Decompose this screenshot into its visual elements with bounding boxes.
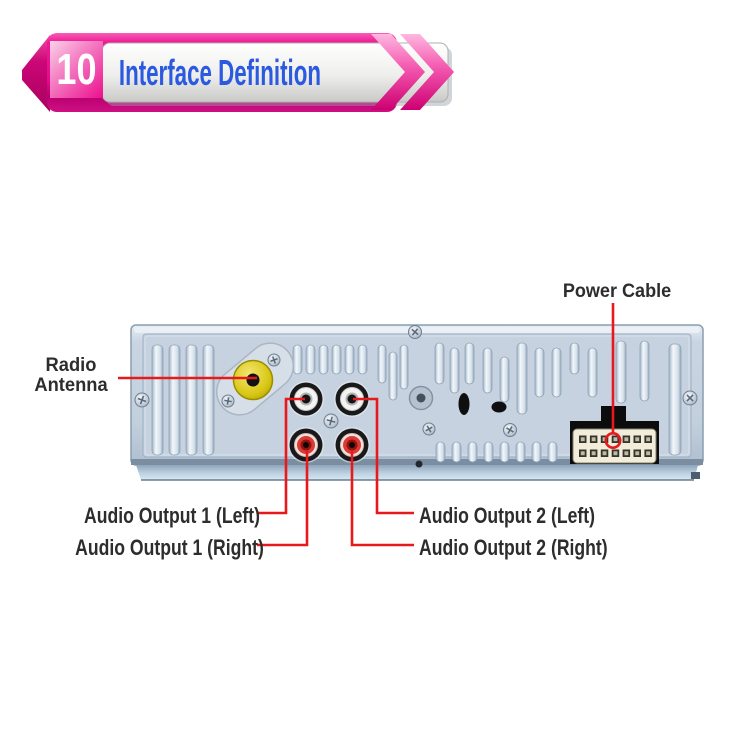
panel-cutouts [408, 385, 507, 468]
vent-slot [151, 344, 164, 456]
vent-slot [202, 344, 215, 456]
label-radio-antenna: Radio Antenna [34, 354, 108, 396]
screw [323, 413, 339, 429]
vent-slot [516, 342, 528, 415]
screw [503, 423, 517, 437]
vent-slot [531, 441, 542, 463]
small-hole [415, 460, 423, 468]
vent-slot [292, 344, 303, 375]
chevron-right-icon [400, 34, 454, 110]
vent-slot [482, 347, 493, 394]
vent-slot [451, 441, 462, 463]
vent-slot [668, 343, 682, 456]
vent-slot [534, 347, 545, 398]
rca-jack-audio2-right [334, 427, 370, 463]
label-audio-output-2-left: Audio Output 2 (Left) [419, 503, 595, 528]
banner-title-wrap: Interface Definition [104, 44, 454, 102]
oval-cutout [458, 393, 470, 415]
section-number: 10 [56, 44, 97, 94]
vent-slot [551, 347, 562, 398]
screw [682, 390, 698, 406]
vent-slot [569, 342, 580, 375]
vent-slot [547, 441, 558, 463]
vent-slot [499, 441, 510, 463]
vent-slot [168, 344, 181, 456]
rca-jacks [288, 381, 370, 463]
banner-title: Interface Definition [118, 52, 322, 93]
vent-slot [435, 441, 446, 463]
vent-slots [151, 340, 682, 463]
chevron-right-icon [371, 34, 425, 110]
label-audio-output-1-left: Audio Output 1 (Left) [83, 503, 260, 528]
screw [408, 325, 422, 339]
screws [134, 325, 698, 437]
ao2l-callout-line [353, 397, 414, 515]
vent-slot [388, 351, 398, 401]
vent-slot [434, 342, 445, 385]
vent-slot [515, 441, 526, 463]
vent-slot [467, 441, 478, 463]
vent-slot [344, 344, 355, 375]
vent-slot [499, 356, 510, 403]
section-number-badge: 10 [50, 41, 103, 98]
vent-slot [318, 344, 329, 375]
ao2r-callout-line [350, 450, 414, 547]
screw [267, 353, 281, 367]
vent-slot [399, 344, 409, 390]
antenna-center-pin-hole [246, 373, 260, 387]
vent-slot [464, 342, 475, 385]
annotation-lines [118, 303, 622, 547]
ao1l-callout-line [257, 397, 305, 515]
vent-slot [185, 344, 198, 456]
vent-slot [331, 344, 342, 375]
vent-slot [615, 340, 627, 404]
screw [221, 394, 235, 408]
ao1r-callout-line [257, 450, 309, 547]
screw [422, 422, 436, 436]
vent-slot [483, 441, 494, 463]
vent-slot [305, 344, 316, 375]
vent-slot [377, 344, 387, 384]
section-banner: 10 Interface Definition [20, 30, 465, 116]
connector-pins [579, 435, 652, 457]
rca-jack-audio1-right [288, 427, 324, 463]
vent-slot [357, 344, 368, 375]
rca-jack-audio1-left [288, 381, 324, 417]
vent-slot [587, 347, 598, 398]
power-connector [570, 406, 659, 464]
oval-cutout [491, 401, 507, 413]
ribbon-fold [22, 35, 50, 112]
rca-jack-audio2-left [334, 381, 370, 417]
chassis-bottom-band [136, 465, 698, 480]
power-pin-highlight-ring [604, 431, 622, 449]
banner-ribbon [22, 33, 454, 112]
label-audio-output-1-right: Audio Output 1 (Right) [75, 535, 264, 560]
corner-notch [691, 472, 700, 479]
vent-slot [639, 340, 650, 402]
screw [134, 392, 150, 408]
vent-slot [449, 347, 460, 394]
label-audio-output-2-right: Audio Output 2 (Right) [419, 535, 608, 560]
label-power-cable: Power Cable [562, 281, 672, 302]
